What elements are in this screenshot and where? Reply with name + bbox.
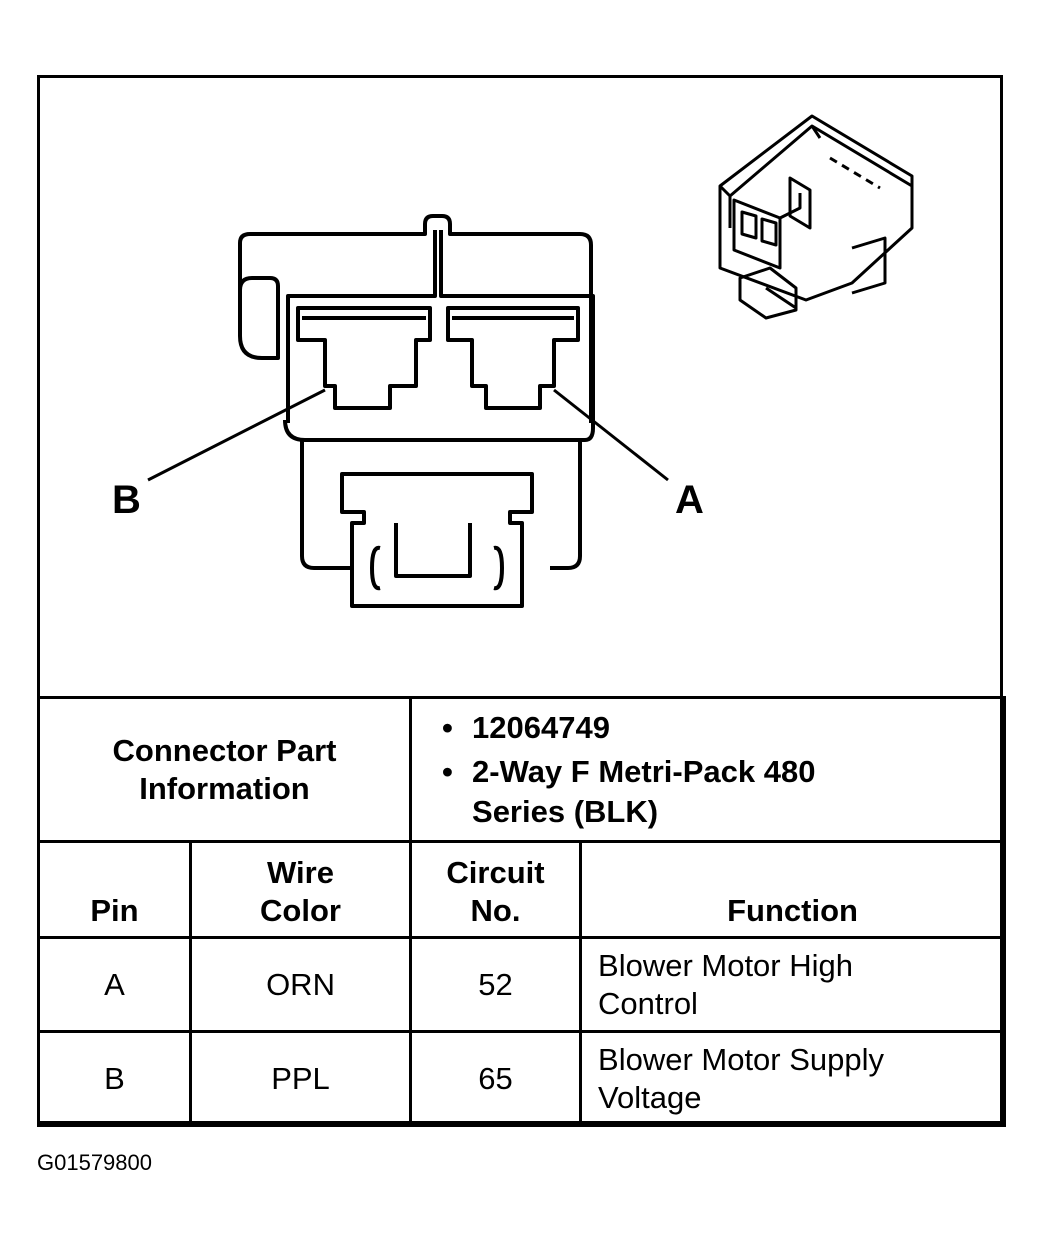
- function-cell: Blower Motor Supply Voltage: [579, 1030, 1007, 1127]
- part-info-row: Connector Part Information 12064749 2-Wa…: [36, 696, 1007, 843]
- table-header-row: Pin Wire Color Circuit No. Function: [37, 840, 1007, 939]
- leader-line-a: [553, 388, 669, 482]
- table-row: A ORN 52 Blower Motor High Control: [37, 936, 1007, 1033]
- wire-color-header: Wire Color: [188, 840, 413, 939]
- wire-color-cell: PPL: [188, 1030, 413, 1127]
- connector-latch-tab: [238, 276, 280, 360]
- connector-lower-body: [300, 440, 582, 570]
- connector-latch-slot: [394, 523, 472, 578]
- table-row: B PPL 65 Blower Motor Supply Voltage: [37, 1030, 1007, 1127]
- pin-header: Pin: [37, 840, 192, 939]
- connector-housing-outline: [238, 214, 593, 423]
- connector-part-info-label: Connector Part Information: [36, 696, 413, 843]
- terminal-a: [446, 306, 580, 410]
- connector-info-table: Connector Part Information 12064749 2-Wa…: [36, 696, 1007, 1127]
- connector-part-info-values: 12064749 2-Way F Metri-Pack 480 Series (…: [409, 696, 1007, 843]
- wire-color-cell: ORN: [188, 936, 413, 1033]
- connector-latch: [340, 472, 534, 608]
- connector-cavity: [283, 230, 595, 442]
- pin-cell: A: [37, 936, 192, 1033]
- function-header: Function: [579, 840, 1007, 939]
- circuit-no-header: Circuit No.: [409, 840, 583, 939]
- pin-b-label: B: [112, 478, 141, 522]
- pin-cell: B: [37, 1030, 192, 1127]
- function-cell: Blower Motor High Control: [579, 936, 1007, 1033]
- circuit-no-cell: 52: [409, 936, 583, 1033]
- connector-latch-rail: [370, 545, 504, 591]
- figure-id: G01579800: [37, 1150, 152, 1175]
- diagram-frame: B A Connector Part Information 12064749 …: [36, 75, 1007, 1127]
- connector-isometric-view: [718, 114, 914, 320]
- connector-face-drawing: [147, 114, 914, 608]
- pin-a-label: A: [675, 478, 704, 522]
- part-number: 12064749: [442, 708, 1003, 748]
- connector-type: 2-Way F Metri-Pack 480 Series (BLK): [442, 752, 1003, 832]
- circuit-no-cell: 65: [409, 1030, 583, 1127]
- terminal-b: [296, 306, 432, 410]
- connector-diagram: B A: [40, 78, 1000, 698]
- leader-line-b: [147, 388, 326, 482]
